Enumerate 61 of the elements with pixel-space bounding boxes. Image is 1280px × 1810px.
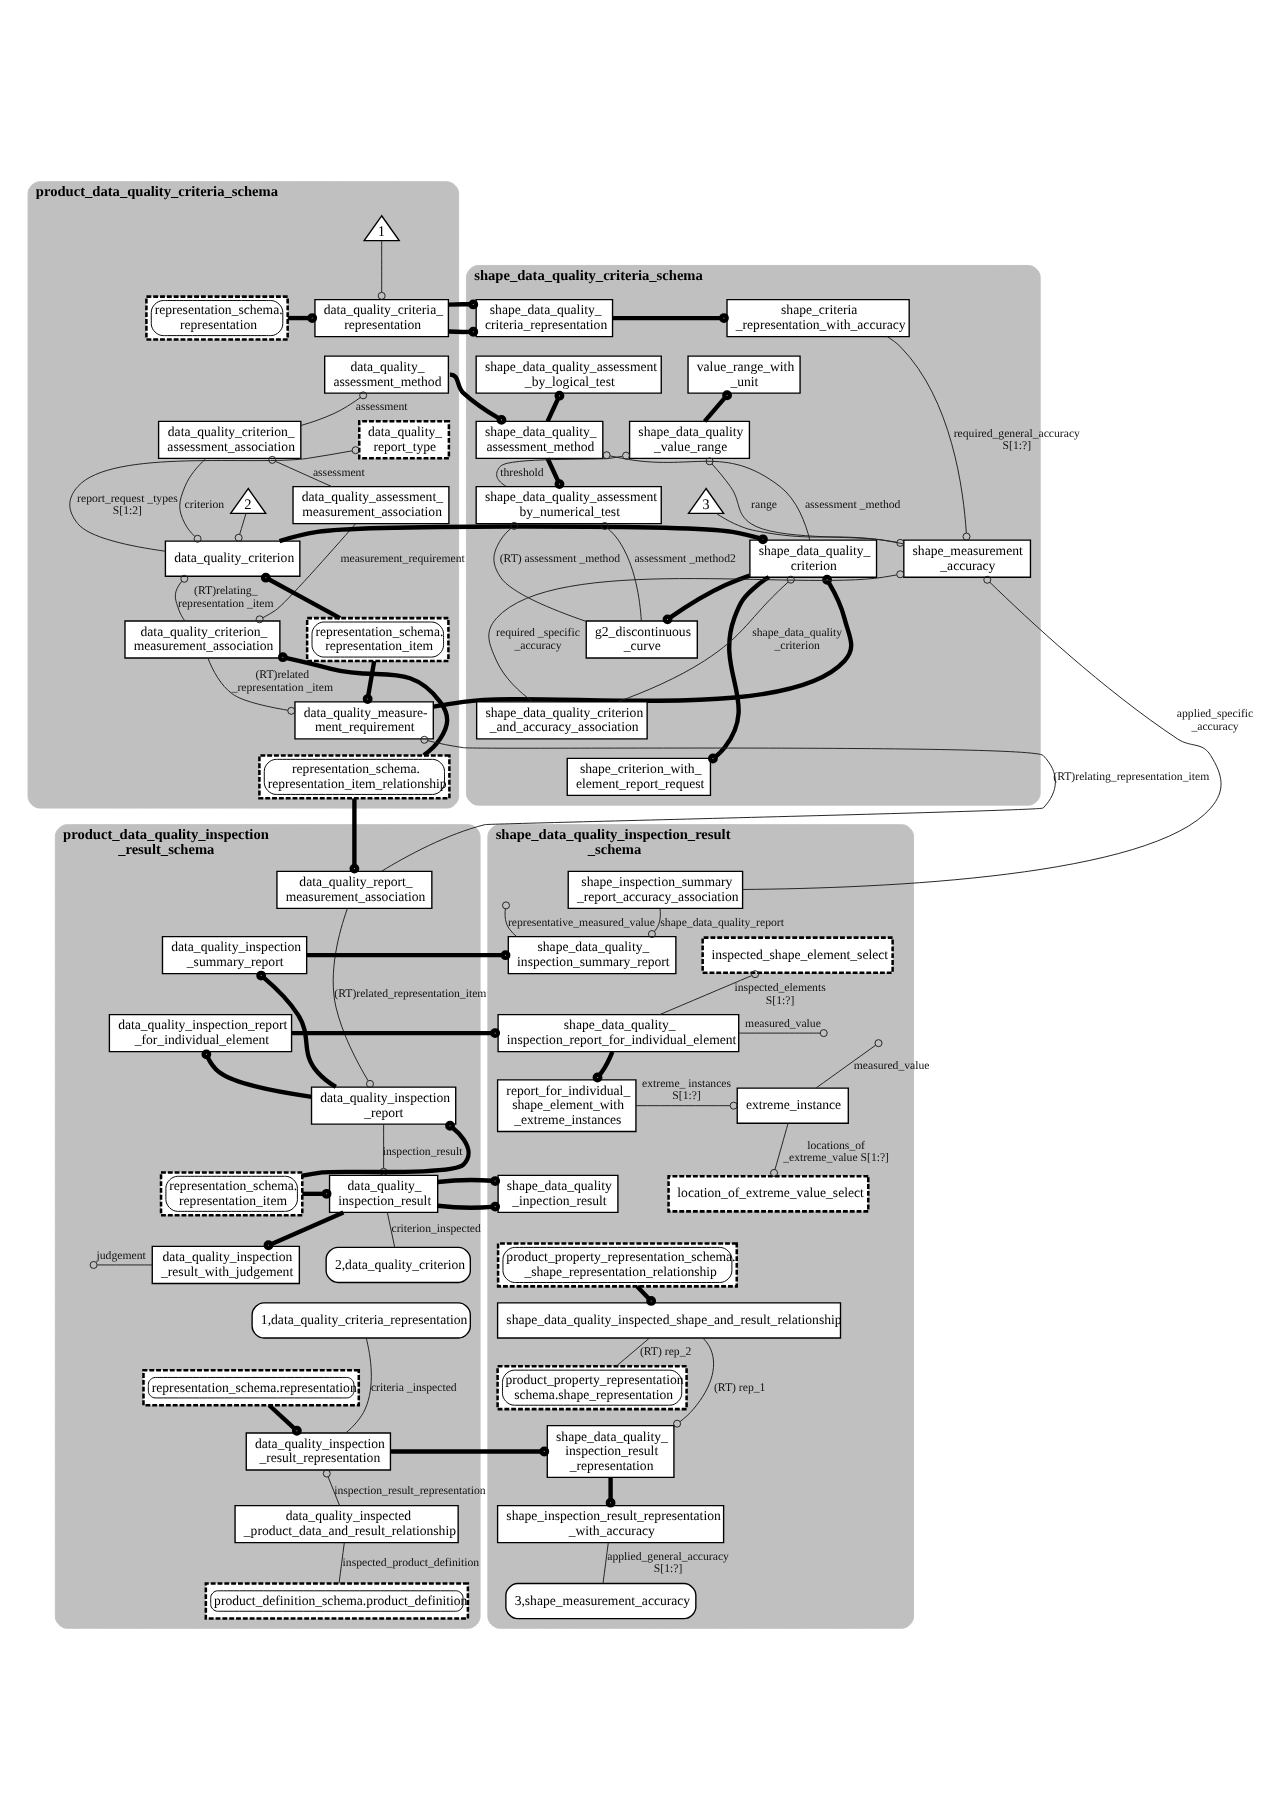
connector: [390, 1446, 550, 1457]
connector: [349, 798, 360, 874]
connector: [302, 1188, 332, 1199]
connector: [448, 299, 479, 337]
connector: [300, 391, 368, 426]
connector: [617, 575, 795, 703]
connector: [545, 390, 565, 423]
connector: [179, 458, 207, 543]
connector: [605, 1477, 616, 1508]
connector: [702, 390, 732, 423]
connector: [234, 513, 247, 542]
connector: [332, 908, 374, 1088]
connector: [647, 908, 661, 939]
connector: [662, 573, 751, 625]
connector: [69, 446, 360, 552]
connector: [738, 1032, 821, 1034]
connector: [715, 512, 905, 547]
connector: [291, 1028, 501, 1038]
connector: [201, 1049, 312, 1099]
connector: [278, 524, 768, 545]
connector: [705, 457, 905, 545]
connector: [260, 572, 342, 620]
connector: [612, 313, 729, 323]
connector: [635, 1101, 738, 1110]
connector: [815, 1044, 876, 1089]
connector: [600, 522, 642, 622]
connector: [287, 313, 318, 323]
connector: [174, 574, 189, 622]
connector: [386, 1212, 396, 1248]
connector: [302, 1120, 471, 1178]
connector: [306, 950, 511, 961]
connector: [379, 1124, 388, 1176]
connector: [659, 970, 760, 1016]
connector: [602, 1542, 609, 1584]
connector: [615, 1337, 650, 1367]
connector: [377, 240, 386, 300]
connector: [277, 652, 450, 757]
connector: [496, 451, 631, 487]
connector: [345, 1337, 372, 1434]
connector: [437, 1176, 501, 1212]
connector: [96, 1264, 153, 1266]
connector: [886, 336, 971, 541]
connector: [770, 1122, 789, 1177]
connector: [322, 1469, 341, 1506]
connector: [602, 451, 811, 541]
connector: [338, 1542, 345, 1584]
connector: [268, 455, 333, 488]
connector: [673, 1337, 715, 1428]
connector: [708, 575, 770, 764]
connector: [256, 970, 337, 1089]
connector: [493, 521, 587, 622]
connector: [504, 908, 518, 938]
connector: [592, 1051, 615, 1083]
connector: [449, 372, 507, 425]
connector: [545, 457, 565, 490]
connector: [255, 523, 357, 624]
connector: [267, 1403, 302, 1436]
connector: [380, 735, 1056, 872]
connector: [263, 1210, 345, 1251]
connector: [362, 660, 377, 704]
connector: [207, 657, 296, 715]
